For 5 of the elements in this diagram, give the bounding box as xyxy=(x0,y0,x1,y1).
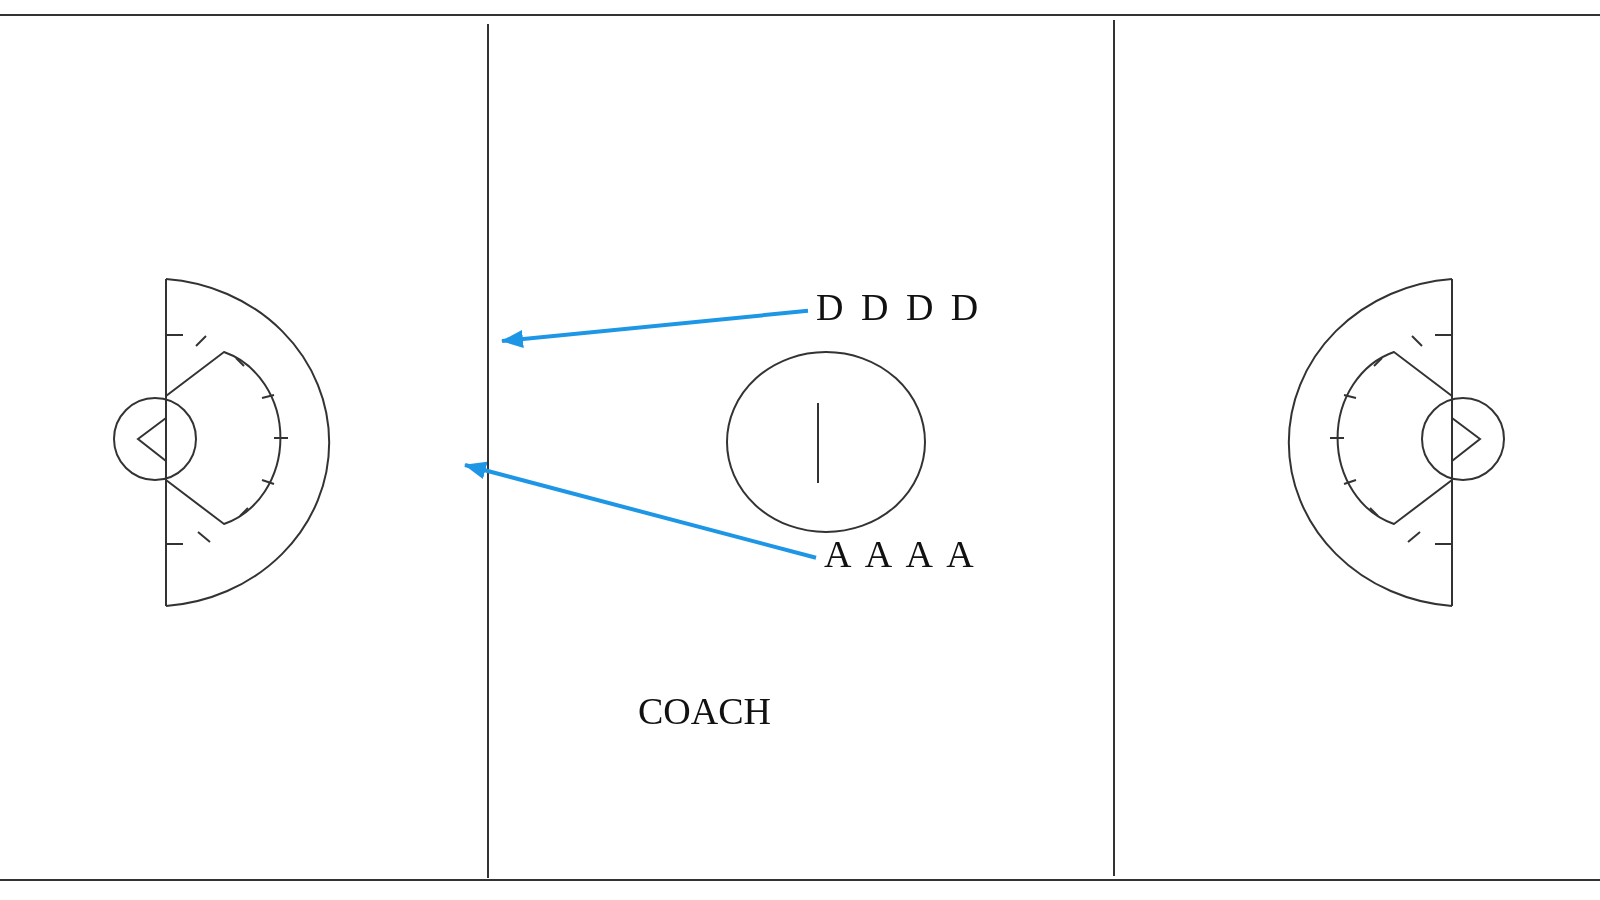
coach-label: COACH xyxy=(638,692,772,730)
player-letters: D D D D xyxy=(816,288,983,326)
arrow xyxy=(501,308,809,348)
player-letters: A A A A xyxy=(824,535,978,573)
arrow xyxy=(464,461,817,560)
